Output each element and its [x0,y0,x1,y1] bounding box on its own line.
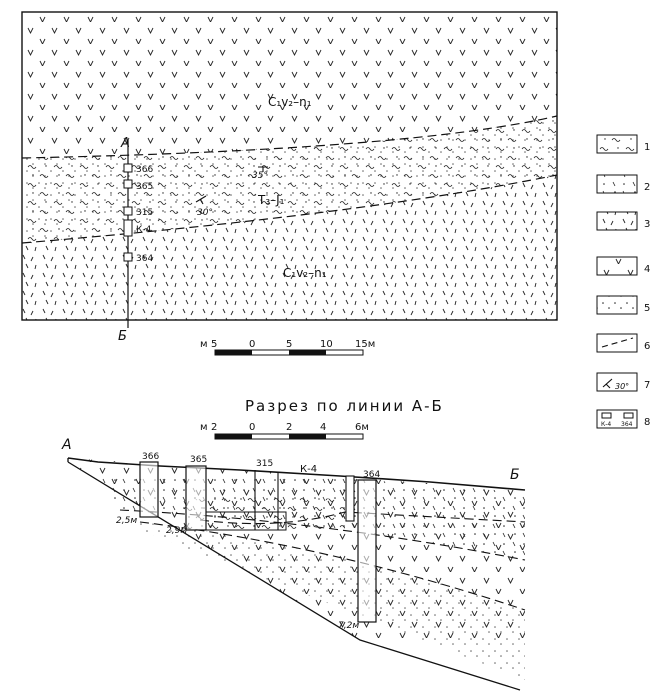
legend-dip-angle: 30° [615,382,629,391]
legend: 1 2 3 4 5 6 30° 7 [596,134,650,429]
legend-item-6: 6 [596,333,650,353]
section-scale-tick: 2 [211,422,217,433]
section-scale-bar: м 2 0 2 4 6м [200,422,369,440]
svg-text:3: 3 [644,219,650,230]
legend-swatch [596,211,638,231]
dip-angle-1: 35° [252,171,268,181]
legend-swatch [596,295,638,315]
depth-label: 2,9м [166,526,187,536]
map-scale-unit: м [200,339,208,350]
legend-well-number: 364 [621,421,633,428]
cross-section: 366 365 315 К-4 364 2,5м 2,9м 7,2м А Б [61,437,526,691]
map-point-b: Б [118,329,127,344]
legend-item-8: К-4 364 8 [596,409,650,429]
depth-label: 7,2м [338,621,359,631]
svg-text:1: 1 [644,142,650,153]
borehole [139,461,159,518]
section-bottom [67,458,521,691]
map-frame [21,11,558,321]
contact-line-symbol [601,337,634,348]
map-well-label: 364 [136,254,153,264]
svg-text:6: 6 [644,341,650,352]
well-marker [123,163,133,173]
map-well-label: К-4 [136,225,152,235]
contact-line-lower [21,174,558,244]
formation-label-lower: C₁v₂–n₁ [283,266,327,280]
map-well-label: 315 [136,208,153,218]
section-scale-tick: 2 [286,422,292,433]
formation-label-upper: C₁v₂–n₁ [268,95,312,109]
svg-text:5: 5 [644,303,650,314]
dip-symbol-1: 35° [252,166,268,181]
section-well-label: 366 [142,452,159,462]
section-scale-tick: 6м [355,422,369,433]
legend-swatch [596,134,638,154]
legend-swatch [596,256,638,276]
well-marker [123,252,133,262]
dip-symbol-2: 30° [195,195,213,218]
contact-line-upper [21,115,558,159]
map-wells: 366 365 315 К-4 364 [123,163,153,264]
section-scale-unit: м [200,422,208,433]
section-well-label: К-4 [300,464,317,475]
depth-label: 2,5м [116,516,137,526]
dip-symbol [602,378,613,389]
well-marker [123,206,133,216]
section-title: Разрез по линии А-Б [245,397,444,415]
borehole [357,479,377,623]
legend-well-label: К-4 [601,421,611,428]
legend-item-7: 30° 7 [596,372,650,392]
trench [205,511,287,531]
map-scale-tick: 5 [286,339,292,350]
ground-surface [67,457,526,491]
legend-item-4: 4 [596,256,650,276]
svg-text:2: 2 [644,182,650,193]
plan-map: C₁v₂–n₁ T₃–J₁ C₁v₂–n₁ 35° 30° А Б 366 36… [21,11,558,344]
section-scale-tick: 0 [249,422,255,433]
section-well-label: 364 [363,470,380,480]
legend-item-2: 2 [596,174,650,194]
legend-item-5: 5 [596,295,650,315]
section-point-a: А [61,437,72,453]
section-well-label: 365 [190,455,207,465]
svg-text:7: 7 [644,380,650,391]
legend-swatch [596,372,638,392]
section-wells [139,461,377,623]
legend-item-1: 1 [596,134,650,154]
map-scale-tick: 5 [211,339,217,350]
trench-marker [123,219,133,237]
section-scale-tick: 4 [320,422,326,433]
borehole [345,475,355,522]
map-scale-tick: 0 [249,339,255,350]
map-scale-tick: 15м [355,339,375,350]
section-contact-lower [139,521,526,611]
section-well-label: 315 [256,459,273,469]
formation-label-middle: T₃–J₁ [257,193,285,207]
map-well-label: 366 [136,165,153,175]
svg-text:4: 4 [644,264,650,275]
section-point-b: Б [510,467,520,483]
map-point-a: А [120,136,130,151]
svg-text:8: 8 [644,417,650,428]
map-scale-tick: 10 [320,339,333,350]
section-contact-upper [119,509,526,561]
section-contact-middle [199,511,526,525]
legend-item-3: 3 [596,211,650,231]
map-scale-bar: м 5 0 5 10 15м [200,339,375,356]
map-well-label: 365 [136,182,153,192]
dip-angle-2: 30° [197,208,213,218]
well-marker [123,179,133,189]
legend-swatch [596,174,638,194]
borehole [185,465,207,531]
